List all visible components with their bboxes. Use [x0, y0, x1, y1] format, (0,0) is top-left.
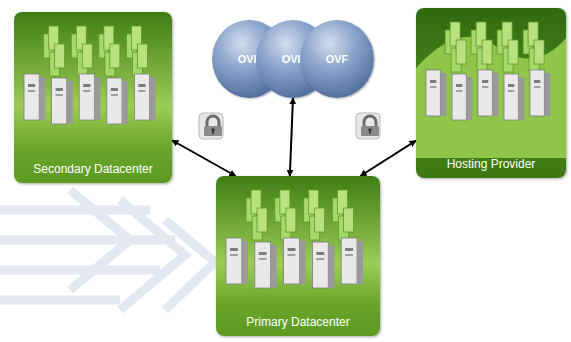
- box-label: Secondary Datacenter: [27, 162, 158, 183]
- server-illustration: [416, 8, 566, 178]
- server-illustration: [216, 176, 380, 336]
- server-illustration: [14, 12, 172, 183]
- padlock-icon: [356, 113, 380, 139]
- connector-arrow: [290, 98, 293, 176]
- connector-arrow: [172, 140, 236, 176]
- hosting-box: Hosting Provider: [416, 8, 566, 178]
- padlock-icon: [199, 113, 223, 139]
- ovf-label: OVF: [326, 53, 349, 65]
- ovf-circle: OVF: [300, 20, 374, 98]
- box-label: Hosting Provider: [441, 157, 542, 178]
- datacenter-box: Secondary Datacenter: [14, 12, 172, 183]
- connector-arrow: [360, 141, 416, 176]
- box-label: Primary Datacenter: [240, 315, 355, 336]
- datacenter-box: Primary Datacenter: [216, 176, 380, 336]
